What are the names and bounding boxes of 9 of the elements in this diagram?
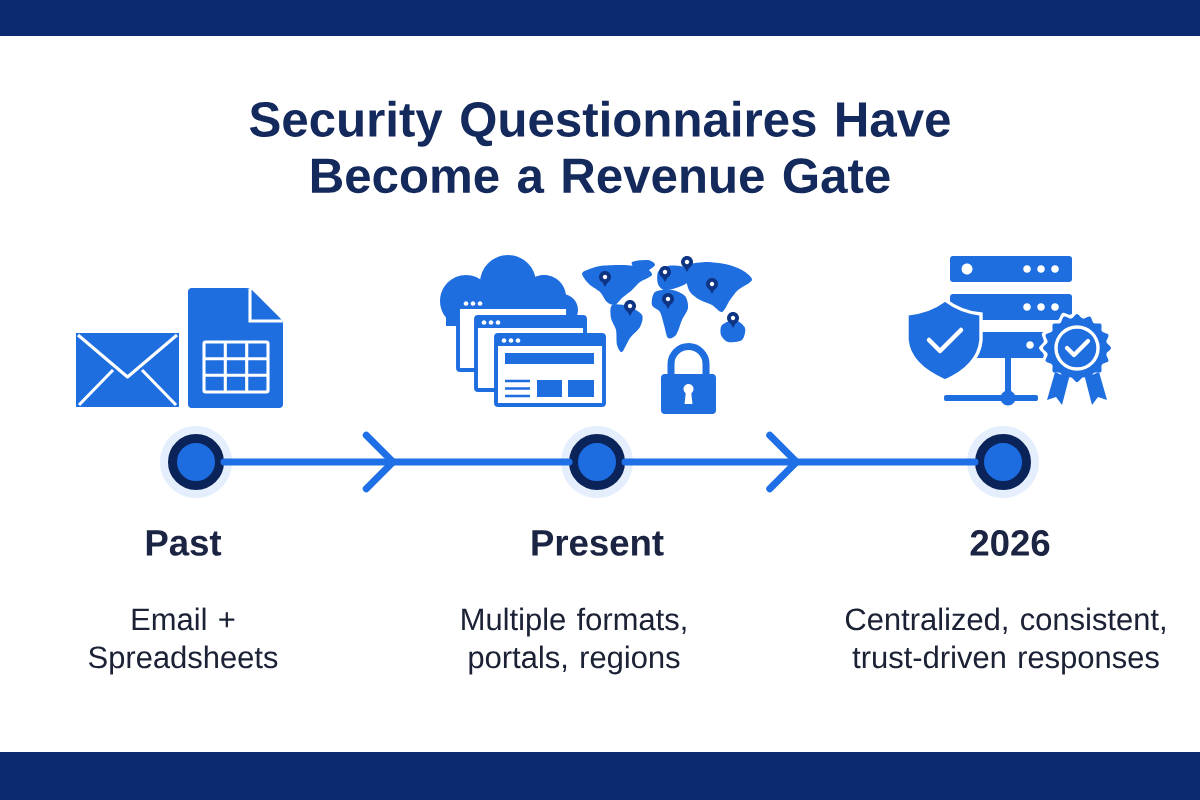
title: Security Questionnaires Have Become a Revenue Gate xyxy=(249,100,950,194)
milestone-text: Centralized, consistent, trust-driven responses xyxy=(845,607,1165,675)
milestone-label: 2026 xyxy=(970,530,1050,556)
milestone-label: Present xyxy=(532,530,664,556)
milestone-text: Multiple formats, portals, regions xyxy=(462,607,686,675)
top-band xyxy=(0,0,1200,36)
milestone-text: Email + Spreadsheets xyxy=(88,607,278,675)
bottom-band xyxy=(0,752,1200,800)
milestone-label: Past xyxy=(146,530,222,556)
